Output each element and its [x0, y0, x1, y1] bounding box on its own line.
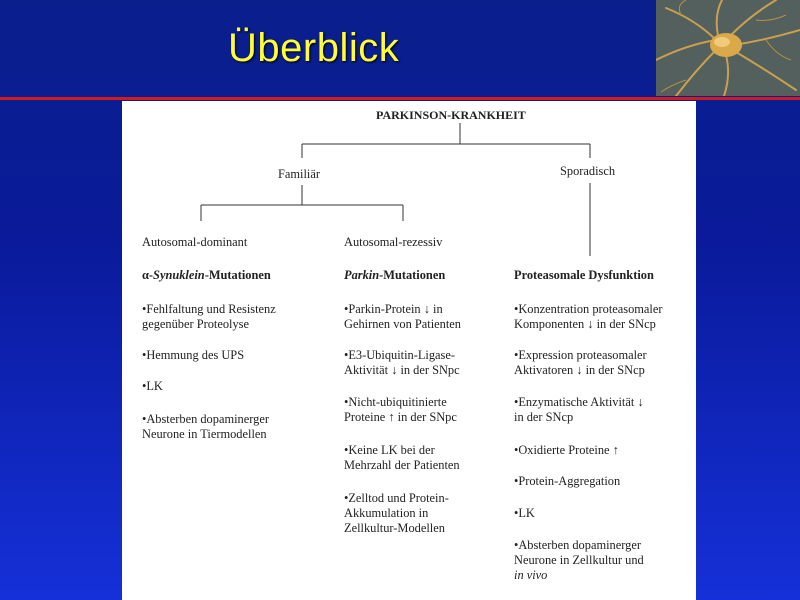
title-divider [0, 97, 800, 100]
col3-item: •LK [514, 506, 535, 520]
root-node: PARKINSON-KRANKHEIT [376, 108, 526, 122]
branch-sporadic: Sporadisch [560, 164, 616, 178]
col1-title: α-Synuklein-Mutationen [142, 268, 271, 282]
col2-heading: Autosomal-rezessiv [344, 235, 443, 249]
col1-item: •LK [142, 379, 163, 393]
col3-item: •Protein-Aggregation [514, 474, 621, 488]
col2-title: Parkin-Mutationen [344, 268, 446, 282]
slide-title: Überblick [228, 26, 400, 70]
col1-item: •Hemmung des UPS [142, 348, 245, 362]
branch-familiar: Familiär [278, 167, 320, 181]
neuron-image [656, 0, 800, 96]
col3-title: Proteasomale Dysfunktion [514, 268, 654, 282]
diagram-panel: PARKINSON-KRANKHEIT Familiär Sporadisch … [122, 101, 696, 600]
col1-heading: Autosomal-dominant [142, 235, 248, 249]
col3-item: •Oxidierte Proteine ↑ [514, 443, 619, 457]
col3-item: •Enzymatische Aktivität ↓in der SNcp [514, 395, 644, 424]
tree-connectors [200, 123, 591, 256]
col2-item: •E3-Ubiquitin-Ligase-Aktivität ↓ in der … [344, 348, 460, 377]
